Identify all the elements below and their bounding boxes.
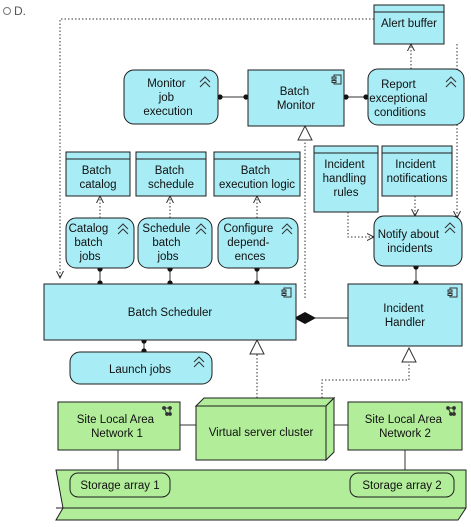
component-icon [447,287,458,298]
incident-notifications-node[interactable]: Incident notifications [381,145,453,197]
incident-handling-rules-label: Incident handling rules [323,159,370,199]
notify-about-incidents-node[interactable]: Notify about incidents [373,215,463,267]
notify-about-incidents-label: Notify about incidents [378,229,443,255]
report-exceptional-conditions-node[interactable]: Report exceptional conditions [367,68,465,126]
incident-handler-label: Incident Handler [383,303,426,329]
batch-catalog-node[interactable]: Batch catalog [65,151,131,197]
component-icon [331,74,342,85]
storage-array-1-node[interactable]: Storage array 1 [69,472,171,498]
incident-handling-rules-node[interactable]: Incident handling rules [313,145,379,213]
launch-jobs-label: Launch jobs [109,364,171,376]
batch-schedule-node[interactable]: Batch schedule [135,151,207,197]
launch-jobs-node[interactable]: Launch jobs [69,351,213,385]
batch-scheduler-label: Batch Scheduler [128,307,213,319]
realization-cluster-handler [321,362,410,398]
storage-array-1-label: Storage array 1 [80,480,159,492]
storage-array-2-node[interactable]: Storage array 2 [349,472,455,498]
batch-execution-logic-node[interactable]: Batch execution logic [213,151,301,197]
storage-array-2-label: Storage array 2 [362,480,441,492]
service-icon [444,222,456,234]
service-icon [117,223,129,235]
batch-scheduler-node[interactable]: Batch Scheduler [43,283,297,341]
monitor-job-execution-node[interactable]: Monitor job execution [123,69,219,125]
alert-buffer-label: Alert buffer [381,18,437,30]
network-icon [446,406,456,416]
batch-monitor-node[interactable]: Batch Monitor [247,69,345,127]
site-lan-1-label: Site Local Area Network 1 [77,414,158,440]
service-icon [193,356,205,368]
service-icon [445,76,457,88]
component-icon [281,287,292,298]
configure-dependences-label: Configure depend- ences [223,223,276,263]
service-icon [199,76,211,88]
report-exceptional-conditions-label: Report exceptional conditions [369,79,430,119]
batch-schedule-label: Batch schedule [148,165,194,191]
catalog-batch-jobs-label: Catalog batch jobs [69,223,112,263]
incident-notifications-label: Incident notifications [387,159,448,185]
alert-buffer-node[interactable]: Alert buffer [373,4,445,45]
option-radio[interactable]: D. [3,4,27,18]
option-label: D. [14,4,26,18]
realization-heads [249,124,417,363]
incident-handler-node[interactable]: Incident Handler [347,283,463,347]
network-icon [162,406,172,416]
access-alertbuffer-scheduler [60,18,374,278]
site-lan-2-node[interactable]: Site Local Area Network 2 [347,401,463,451]
site-lan-1-node[interactable]: Site Local Area Network 1 [57,401,181,451]
catalog-batch-jobs-node[interactable]: Catalog batch jobs [65,217,135,269]
service-icon [195,223,207,235]
access-rules-notify [347,212,374,237]
batch-execution-logic-label: Batch execution logic [219,165,295,191]
aggregation-diamond [294,312,316,324]
monitor-job-execution-label: Monitor job execution [143,78,192,118]
batch-monitor-label: Batch Monitor [277,86,316,112]
schedule-batch-jobs-label: Schedule batch jobs [142,223,193,263]
schedule-batch-jobs-node[interactable]: Schedule batch jobs [137,217,213,269]
virtual-server-cluster-node[interactable]: Virtual server cluster [194,396,336,462]
configure-dependences-node[interactable]: Configure depend- ences [217,217,299,269]
virtual-server-cluster-label: Virtual server cluster [209,427,314,439]
batch-catalog-label: Batch catalog [79,165,116,191]
site-lan-2-label: Site Local Area Network 2 [365,414,446,440]
service-icon [281,223,293,235]
